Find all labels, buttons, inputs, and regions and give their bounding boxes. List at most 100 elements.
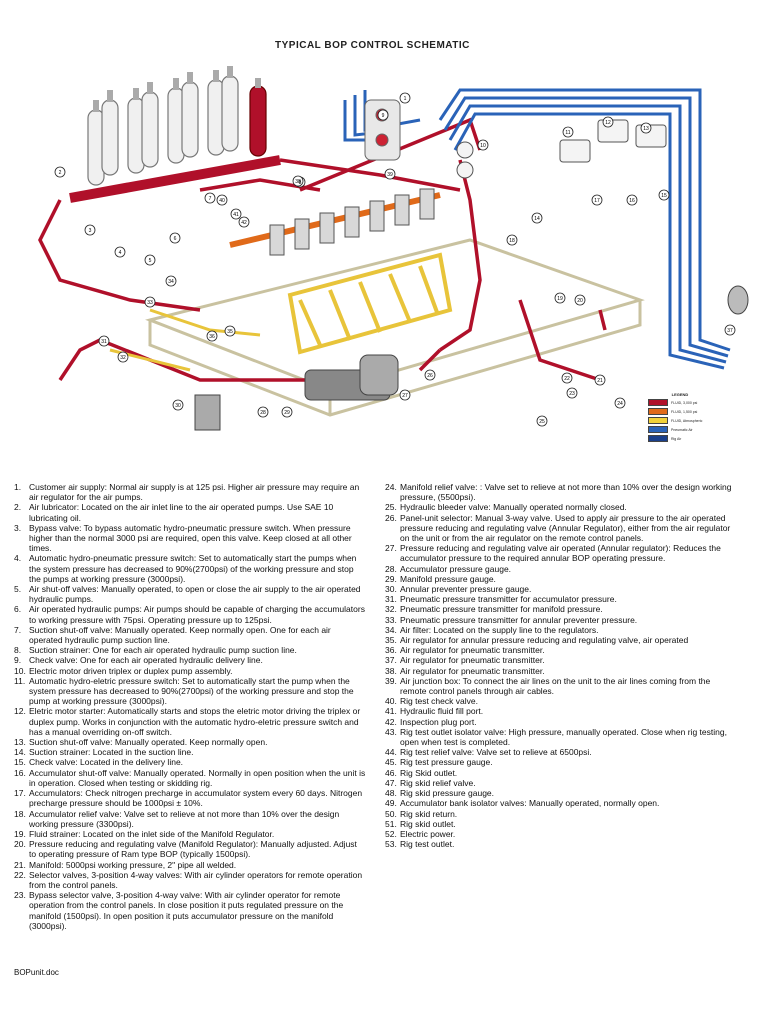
- list-item-text: Pressure reducing and regulating valve a…: [400, 543, 721, 564]
- list-item-number: 35.: [385, 635, 397, 646]
- legend-item: Pneumatic Air: [648, 426, 712, 433]
- list-item: 10.Electric motor driven triplex or dupl…: [14, 666, 366, 676]
- callout-number: 4: [119, 250, 122, 256]
- list-item-number: 29.: [385, 573, 397, 584]
- list-item-number: 43.: [385, 726, 397, 737]
- list-item-text: Eletric motor starter: Automatically sta…: [29, 706, 361, 737]
- list-item-text: Rig test relief valve: Valve set to reli…: [400, 747, 592, 758]
- list-item-text: Automatic hydro-eletric pressure switch:…: [29, 675, 354, 707]
- list-item-text: Accumulator pressure gauge.: [400, 563, 512, 574]
- list-item-number: 2.: [14, 502, 22, 513]
- list-item: 13.Suction shut-off valve: Manually oper…: [14, 737, 366, 747]
- pressure-gauges: [456, 119, 667, 179]
- list-item-text: Air shut-off valves: Manually operated, …: [29, 584, 361, 605]
- motor-starter-box: [194, 394, 221, 431]
- list-item-number: 10.: [14, 665, 26, 676]
- list-item: 43.Rig test outlet isolator valve: High …: [385, 727, 737, 747]
- list-item: 18.Accumulator relief valve: Valve set t…: [14, 809, 366, 829]
- callout-number: 38: [295, 179, 301, 185]
- legend-label: FLUID, Atmospheric: [671, 418, 703, 423]
- callout-number: 29: [284, 410, 290, 416]
- list-item-text: Air regulator for annular pressure reduc…: [400, 635, 689, 646]
- list-item-text: Customer air supply: Normal air supply i…: [29, 482, 360, 503]
- list-item-text: Annular preventer pressure gauge.: [400, 584, 532, 595]
- callout-number: 6: [174, 236, 177, 242]
- reservoir-frame: [287, 252, 453, 355]
- list-item-text: Inspection plug port.: [400, 716, 477, 727]
- list-item-number: 6.: [14, 604, 22, 615]
- list-item-text: Hydraulic fluid fill port.: [400, 706, 484, 717]
- list-item-number: 23.: [14, 890, 26, 901]
- selector-valves: [269, 188, 435, 256]
- list-item-text: Air lubricator: Located on the air inlet…: [29, 502, 334, 523]
- callout-number: 34: [168, 279, 174, 285]
- list-item: 25.Hydraulic bleeder valve: Manually ope…: [385, 502, 737, 512]
- callout-number: 39: [387, 172, 393, 178]
- list-item: 34.Air filter: Located on the supply lin…: [385, 625, 737, 635]
- callout-markers: [54, 92, 736, 427]
- callout-number: 10: [480, 143, 486, 149]
- list-item-number: 30.: [385, 584, 397, 595]
- list-item-number: 42.: [385, 716, 397, 727]
- list-item: 52.Electric power.: [385, 829, 737, 839]
- component-list-left: 1.Customer air supply: Normal air supply…: [14, 482, 366, 931]
- list-item-number: 21.: [14, 859, 26, 870]
- list-item: 45.Rig test pressure gauge.: [385, 757, 737, 767]
- list-item-number: 3.: [14, 522, 22, 533]
- list-item-text: Air operated hydraulic pumps: Air pumps …: [29, 604, 365, 625]
- list-item-number: 20.: [14, 839, 26, 850]
- list-item: 23.Bypass selector valve, 3-position 4-w…: [14, 890, 366, 931]
- list-item-number: 50.: [385, 808, 397, 819]
- callout-number: 1: [404, 96, 407, 102]
- callout-number: 41: [233, 212, 239, 218]
- list-item: 12.Eletric motor starter: Automatically …: [14, 706, 366, 737]
- air-junction-box: [727, 285, 749, 315]
- list-item-number: 49.: [385, 798, 397, 809]
- annular-regulator: [364, 99, 401, 161]
- suction-lines: [109, 308, 261, 372]
- callout-number: 40: [219, 198, 225, 204]
- accumulator-header-pipe: [69, 155, 281, 203]
- legend-swatch: [648, 426, 668, 433]
- list-item-text: Air regulator for pneumatic transmitter.: [400, 665, 545, 676]
- legend-label: FLUID, 3,000 psi: [671, 400, 698, 405]
- list-item-number: 17.: [14, 788, 26, 799]
- list-item-number: 9.: [14, 655, 22, 666]
- list-item: 51.Rig skid outlet.: [385, 819, 737, 829]
- callout-number: 22: [564, 376, 570, 382]
- legend-label: Pneumatic Air: [671, 427, 693, 432]
- callout-number: 7: [209, 196, 212, 202]
- list-item: 14.Suction strainer: Located in the suct…: [14, 747, 366, 757]
- list-item-text: Manifold: 5000psi working pressure, 2" p…: [29, 859, 237, 870]
- list-item: 44.Rig test relief valve: Valve set to r…: [385, 747, 737, 757]
- callout-number: 5: [149, 258, 152, 264]
- list-item-number: 34.: [385, 624, 397, 635]
- callout-number: 27: [402, 393, 408, 399]
- legend-label: Rig Air: [671, 436, 682, 441]
- document-filename: BOPunit.doc: [14, 968, 59, 977]
- list-item-number: 24.: [385, 482, 397, 492]
- list-item-text: Check valve: Located in the delivery lin…: [29, 757, 184, 768]
- list-item-number: 16.: [14, 767, 26, 778]
- list-item: 6. Air operated hydraulic pumps: Air pump…: [14, 604, 366, 624]
- list-item: 35.Air regulator for annular pressure re…: [385, 635, 737, 645]
- list-item-number: 28.: [385, 563, 397, 574]
- list-item-number: 44.: [385, 747, 397, 758]
- list-item-text: Accumulators: Check nitrogen precharge i…: [29, 788, 363, 809]
- legend-item: Rig Air: [648, 435, 712, 442]
- list-item-number: 8.: [14, 645, 22, 656]
- legend-swatch: [648, 417, 668, 424]
- list-item: 21.Manifold: 5000psi working pressure, 2…: [14, 860, 366, 870]
- list-item-number: 48.: [385, 788, 397, 799]
- callout-number: 33: [147, 300, 153, 306]
- list-item-text: Rig test pressure gauge.: [400, 757, 493, 768]
- list-item-number: 38.: [385, 665, 397, 676]
- callout-number: 11: [565, 130, 570, 136]
- legend-title: LEGEND: [671, 392, 689, 397]
- list-item-number: 7.: [14, 624, 22, 635]
- electric-pump-assembly: [304, 354, 399, 401]
- list-item-number: 46.: [385, 767, 397, 778]
- callout-number: 12: [605, 120, 611, 126]
- list-item-text: Pneumatic pressure transmitter for annul…: [400, 614, 638, 625]
